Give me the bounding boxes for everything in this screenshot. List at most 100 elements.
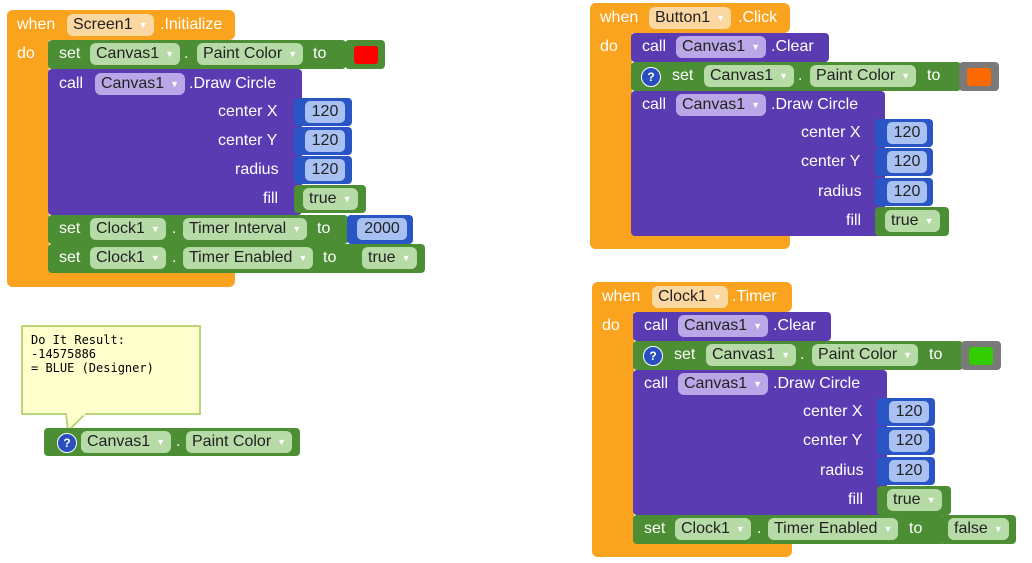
when-keyword: when bbox=[17, 16, 56, 33]
dropdown-arrow-icon: ▼ bbox=[735, 524, 745, 534]
fill-true-dropdown[interactable]: true▼ bbox=[303, 188, 358, 210]
dropdown-arrow-icon: ▼ bbox=[156, 437, 166, 447]
method-name: .Draw Circle bbox=[773, 375, 861, 392]
paint-color-dropdown[interactable]: Paint Color▼ bbox=[810, 65, 917, 87]
call-keyword: call bbox=[642, 38, 667, 55]
component-label: Canvas1 bbox=[712, 346, 776, 363]
boolean-label: true bbox=[891, 212, 919, 229]
canvas1-dropdown[interactable]: Canvas1▼ bbox=[704, 65, 795, 87]
dropdown-arrow-icon: ▼ bbox=[712, 292, 722, 302]
timer-interval-dropdown[interactable]: Timer Interval▼ bbox=[183, 218, 308, 240]
call-keyword: call bbox=[644, 375, 669, 392]
center-y-value[interactable]: 120 bbox=[305, 130, 345, 152]
green-color-swatch[interactable] bbox=[969, 347, 993, 365]
dropdown-arrow-icon: ▼ bbox=[277, 437, 287, 447]
canvas1-dropdown[interactable]: Canvas1▼ bbox=[90, 43, 181, 65]
dropdown-arrow-icon: ▼ bbox=[138, 20, 148, 30]
fill-true-dropdown[interactable]: true▼ bbox=[887, 489, 942, 511]
dropdown-arrow-icon: ▼ bbox=[883, 524, 893, 534]
radius-label: radius bbox=[818, 183, 862, 200]
dropdown-arrow-icon: ▼ bbox=[150, 224, 160, 234]
center-y-label: center Y bbox=[218, 132, 278, 149]
method-name: .Draw Circle bbox=[771, 96, 859, 113]
component-label: Canvas1 bbox=[682, 96, 746, 113]
when-keyword: when bbox=[600, 9, 639, 26]
dropdown-arrow-icon: ▼ bbox=[292, 224, 302, 234]
timer-interval-value[interactable]: 2000 bbox=[357, 218, 407, 240]
set-keyword: set bbox=[674, 346, 696, 363]
help-icon[interactable]: ? bbox=[643, 346, 663, 366]
dropdown-arrow-icon: ▼ bbox=[165, 49, 175, 59]
clock1-dropdown[interactable]: Clock1▼ bbox=[90, 218, 166, 240]
button1-dropdown[interactable]: Button1 ▼ bbox=[649, 7, 732, 29]
event-frame-side bbox=[590, 3, 632, 249]
help-icon[interactable]: ? bbox=[57, 433, 77, 453]
radius-value[interactable]: 120 bbox=[889, 460, 929, 482]
center-y-value[interactable]: 120 bbox=[889, 430, 929, 452]
boolean-label: true bbox=[368, 249, 396, 266]
dropdown-arrow-icon: ▼ bbox=[716, 13, 726, 23]
dot: . bbox=[184, 45, 189, 62]
call-keyword: call bbox=[59, 75, 84, 92]
to-keyword: to bbox=[317, 220, 331, 237]
center-y-value[interactable]: 120 bbox=[887, 151, 927, 173]
component-label: Canvas1 bbox=[684, 375, 748, 392]
to-keyword: to bbox=[323, 249, 337, 266]
fill-true-dropdown[interactable]: true▼ bbox=[885, 210, 940, 232]
screen1-dropdown[interactable]: Screen1 ▼ bbox=[67, 14, 154, 36]
center-x-value[interactable]: 120 bbox=[887, 122, 927, 144]
dropdown-arrow-icon: ▼ bbox=[779, 71, 789, 81]
property-label: Paint Color bbox=[818, 346, 898, 363]
radius-value[interactable]: 120 bbox=[887, 181, 927, 203]
set-keyword: set bbox=[59, 249, 81, 266]
canvas1-dropdown[interactable]: Canvas1▼ bbox=[706, 344, 797, 366]
clock1-dropdown[interactable]: Clock1▼ bbox=[90, 247, 166, 269]
center-x-value[interactable]: 120 bbox=[305, 101, 345, 123]
component-label: Button1 bbox=[655, 9, 711, 26]
canvas1-dropdown[interactable]: Canvas1▼ bbox=[676, 94, 767, 116]
center-x-value[interactable]: 120 bbox=[889, 401, 929, 423]
fill-label: fill bbox=[263, 190, 279, 207]
canvas1-dropdown[interactable]: Canvas1 ▼ bbox=[678, 315, 769, 337]
property-label: Timer Enabled bbox=[774, 520, 878, 537]
paint-color-dropdown[interactable]: Paint Color▼ bbox=[197, 43, 304, 65]
center-y-label: center Y bbox=[803, 432, 863, 449]
event-name: .Click bbox=[738, 9, 778, 26]
fill-label: fill bbox=[848, 491, 864, 508]
canvas1-dropdown[interactable]: Canvas1▼ bbox=[95, 73, 186, 95]
dropdown-arrow-icon: ▼ bbox=[993, 524, 1003, 534]
component-label: Clock1 bbox=[96, 249, 145, 266]
paint-color-dropdown[interactable]: Paint Color▼ bbox=[186, 431, 293, 453]
screen-initialize-block[interactable]: when Screen1▼ .Initialize do set Canvas1… bbox=[7, 10, 437, 288]
red-color-swatch[interactable] bbox=[354, 46, 378, 64]
event-name: .Initialize bbox=[160, 16, 223, 33]
canvas1-dropdown[interactable]: Canvas1▼ bbox=[676, 36, 767, 58]
event-name: .Timer bbox=[732, 288, 777, 305]
timer-enabled-dropdown[interactable]: Timer Enabled▼ bbox=[183, 247, 314, 269]
timer-enabled-false-dropdown[interactable]: false▼ bbox=[948, 518, 1009, 540]
clock1-dropdown[interactable]: Clock1▼ bbox=[675, 518, 751, 540]
canvas1-dropdown[interactable]: Canvas1▼ bbox=[81, 431, 172, 453]
fill-label: fill bbox=[846, 212, 862, 229]
canvas1-dropdown[interactable]: Canvas1▼ bbox=[678, 373, 769, 395]
component-label: Canvas1 bbox=[684, 317, 748, 334]
timer-enabled-dropdown[interactable]: Timer Enabled ▼ bbox=[768, 518, 899, 540]
dropdown-arrow-icon: ▼ bbox=[753, 321, 763, 331]
dropdown-arrow-icon: ▼ bbox=[401, 253, 411, 263]
center-x-label: center X bbox=[803, 403, 863, 420]
help-icon[interactable]: ? bbox=[641, 67, 661, 87]
button-click-block[interactable]: when Button1▼ .Click do call Canvas1▼ .C… bbox=[590, 3, 1010, 251]
dropdown-arrow-icon: ▼ bbox=[751, 42, 761, 52]
component-label: Screen1 bbox=[73, 16, 133, 33]
center-x-label: center X bbox=[801, 124, 861, 141]
clock1-dropdown[interactable]: Clock1▼ bbox=[652, 286, 728, 308]
radius-label: radius bbox=[235, 161, 279, 178]
orange-color-swatch[interactable] bbox=[967, 68, 991, 86]
radius-value[interactable]: 120 bbox=[305, 159, 345, 181]
paint-color-dropdown[interactable]: Paint Color▼ bbox=[812, 344, 919, 366]
dot: . bbox=[176, 433, 181, 450]
timer-enabled-true-dropdown[interactable]: true ▼ bbox=[362, 247, 417, 269]
clock-timer-block[interactable]: when Clock1▼ .Timer do call Canvas1▼ .Cl… bbox=[592, 282, 1020, 558]
dropdown-arrow-icon: ▼ bbox=[342, 194, 352, 204]
center-y-label: center Y bbox=[801, 153, 861, 170]
